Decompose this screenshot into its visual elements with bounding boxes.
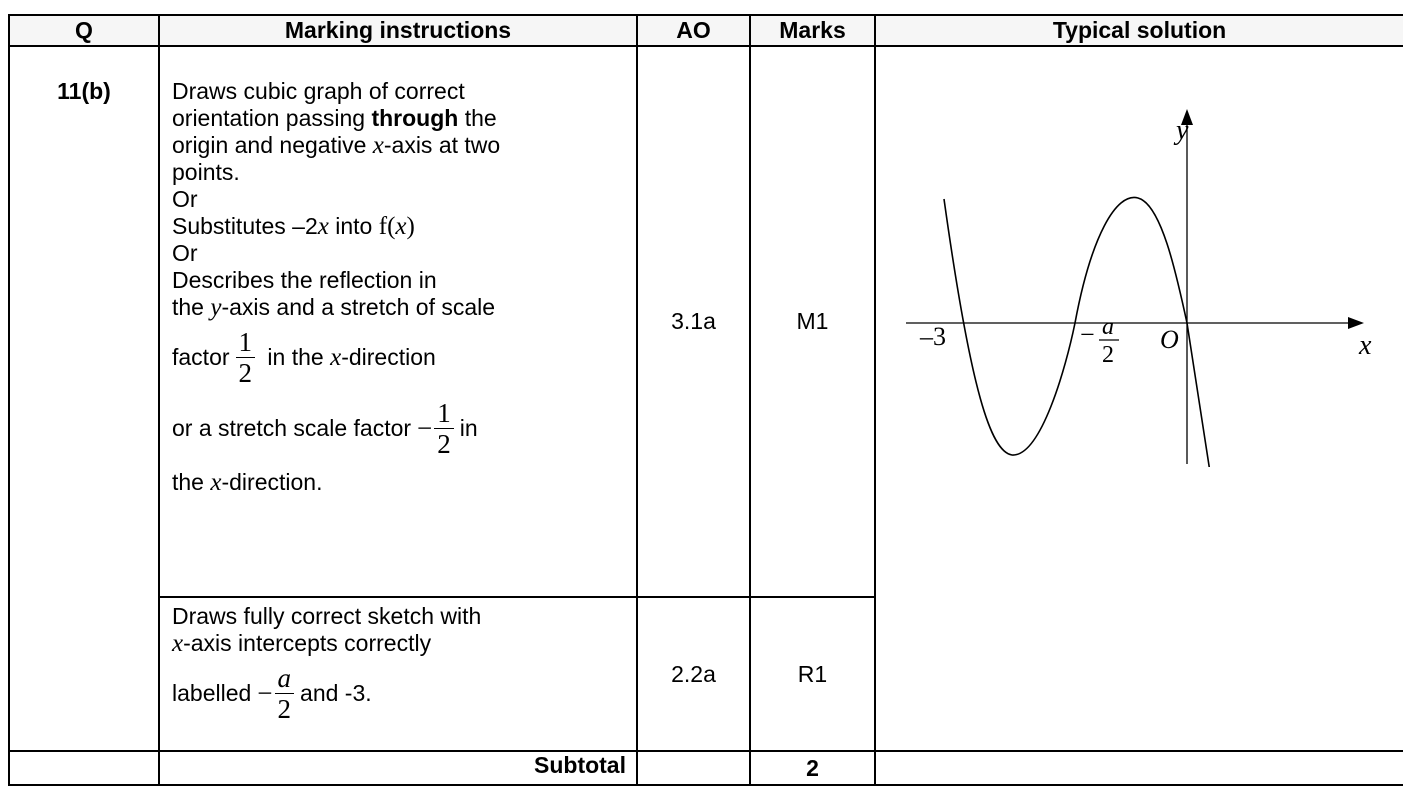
ao-cell-2: 2.2a [636, 596, 751, 752]
subtotal-empty-q [8, 750, 160, 786]
instr-line: origin and negative x-axis at two [172, 132, 501, 159]
marks-cell-1: M1 [749, 45, 876, 598]
mark-scheme-table: Q Marking instructions AO Marks Typical … [8, 14, 1403, 786]
ao-cell-1: 3.1a [636, 45, 751, 598]
instr-line: Describes the reflection in [172, 267, 437, 293]
x-axis-label: x [1358, 330, 1372, 361]
subtotal-label: Subtotal [158, 750, 638, 786]
subtotal-empty-solution [874, 750, 1403, 786]
typical-solution-cell: y x O –3 − a 2 [874, 45, 1403, 752]
header-q: Q [8, 14, 160, 47]
header-typical-solution: Typical solution [874, 14, 1403, 47]
instr-line: orientation passing through the [172, 105, 497, 131]
instr-line: Or [172, 186, 198, 212]
header-row: Q Marking instructions AO Marks Typical … [8, 14, 1403, 47]
question-number: 11(b) [8, 45, 160, 752]
instr-line: points. [172, 159, 240, 185]
intercept-left-label: –3 [919, 322, 946, 351]
mark-row-2: Draws fully correct sketch with x-axis i… [9, 596, 1403, 752]
header-marking-instructions: Marking instructions [158, 14, 638, 47]
y-axis-arrow-icon [1181, 109, 1193, 125]
instr-line: x-axis intercepts correctly [172, 630, 432, 657]
origin-label: O [1160, 325, 1179, 354]
cubic-curve [943, 196, 1211, 467]
cubic-sketch: y x O –3 − a 2 [906, 109, 1372, 467]
marking-instruction-1: Draws cubic graph of correct orientation… [158, 45, 638, 598]
instr-line: Or [172, 240, 198, 266]
y-axis-label: y [1173, 115, 1189, 146]
header-ao: AO [636, 14, 751, 47]
mark-row-1: 11(b) Draws cubic graph of correct orien… [8, 45, 1403, 752]
subtotal-empty-ao [636, 750, 751, 786]
intercept-mid-numerator: a [1102, 314, 1114, 340]
instr-line: Draws cubic graph of correct [172, 78, 465, 104]
marks-cell-2: R1 [749, 596, 876, 752]
instr-line: the x-direction. [172, 469, 323, 496]
subtotal-row: Subtotal 2 [8, 750, 1403, 786]
marking-instruction-2: Draws fully correct sketch with x-axis i… [158, 596, 638, 752]
intercept-mid-denominator: 2 [1102, 342, 1114, 368]
header-marks: Marks [749, 14, 876, 47]
instr-line: the y-axis and a stretch of scale [172, 294, 496, 321]
instr-line: Draws fully correct sketch with [172, 603, 482, 629]
instr-line: Substitutes –2x into f(x) [172, 213, 415, 240]
subtotal-marks: 2 [749, 750, 876, 786]
x-axis-arrow-icon [1348, 317, 1364, 329]
intercept-mid-minus: − [1080, 320, 1095, 349]
